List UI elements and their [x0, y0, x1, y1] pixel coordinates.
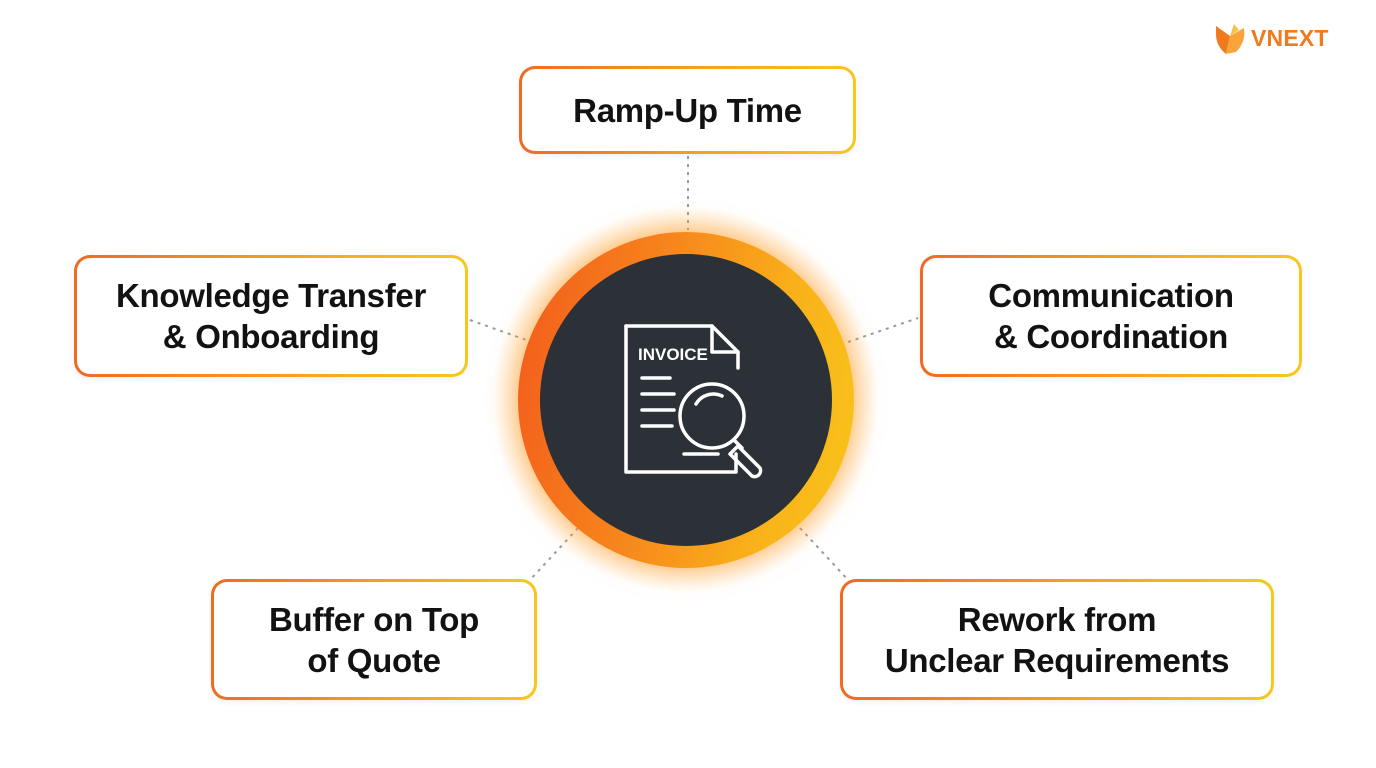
node-label-line: & Coordination [993, 318, 1229, 355]
invoice-search-icon: INVOICE [624, 324, 763, 479]
node-communication: Communication & Coordination [920, 255, 1302, 377]
node-label-line: Ramp-Up Time [573, 91, 802, 129]
node-label-line: Buffer on Top [269, 600, 479, 638]
brand-name: VNEXT [1251, 24, 1329, 51]
flame-wing-icon [1216, 24, 1245, 54]
node-label-line: Knowledge Transfer [115, 277, 426, 314]
node-label-line: of Quote [307, 641, 441, 679]
node-label-line: Communication [988, 277, 1234, 314]
node-ramp-up-time: Ramp-Up Time [519, 66, 856, 154]
node-rework: Rework from Unclear Requirements [840, 579, 1274, 700]
node-buffer-on-quote: Buffer on Top of Quote [211, 579, 537, 700]
node-label-line: & Onboarding [162, 318, 380, 355]
brand-logo: VNEXT [1212, 20, 1329, 56]
invoice-label: INVOICE [638, 345, 708, 364]
connector-bottom-left [529, 527, 579, 581]
node-label-line: Rework from [957, 600, 1157, 638]
node-label-line: Unclear Requirements [884, 641, 1230, 679]
node-knowledge-transfer: Knowledge Transfer & Onboarding [74, 255, 468, 377]
